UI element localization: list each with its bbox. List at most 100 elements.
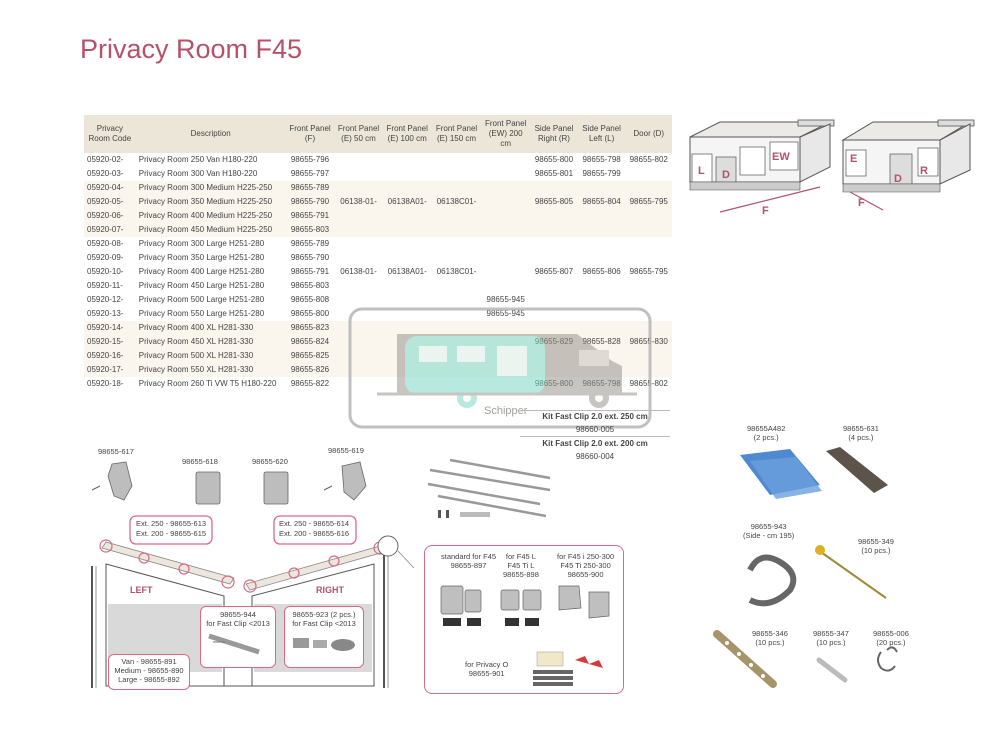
cell-side-right: [530, 209, 578, 223]
clip-f45i-label: for F45 i 250-300 F45 Ti 250-300 98655-9…: [557, 552, 614, 579]
header-front-e100: Front Panel (E) 100 cm: [382, 115, 432, 153]
cell-front-e150: 06138C01-: [431, 195, 482, 209]
cell-code: 05920-17-: [84, 363, 136, 377]
watermark-logo: Schipper: [348, 307, 652, 429]
fastclip-right-part: [293, 638, 355, 651]
cell-door: [625, 181, 672, 195]
fastclip-left-part: [208, 633, 260, 655]
cell-front-ew: [481, 265, 531, 279]
cell-side-right: 98655-801: [530, 167, 578, 181]
fastclip-right-note: for Fast Clip <2013: [292, 619, 356, 628]
clip-standard-code: 98655-897: [450, 561, 487, 570]
ext-right-box: Ext. 250 - 98655-614 Ext. 200 - 98655-61…: [279, 519, 349, 539]
cell-side-right: [530, 223, 578, 237]
diagram-label-f: F: [762, 205, 769, 217]
acc-943-qty: (Side - cm 195): [743, 531, 795, 540]
cell-side-left: [577, 209, 626, 223]
cell-door: [625, 237, 672, 251]
cell-front-e150: 06138C01-: [431, 265, 482, 279]
cell-front-f: 98655-826: [285, 363, 335, 377]
cell-door: [625, 209, 672, 223]
cell-front-e50: [334, 251, 383, 265]
fastclip-left-note: for Fast Clip <2013: [206, 619, 270, 628]
cell-front-f: 98655-791: [285, 265, 335, 279]
label-left: LEFT: [130, 585, 153, 595]
ext-right-250: Ext. 250 - 98655-614: [279, 519, 350, 528]
cell-front-e50: [334, 223, 383, 237]
acc-943-code: 98655-943: [750, 522, 787, 531]
cell-front-e100: [382, 293, 432, 307]
cell-front-f: 98655-796: [285, 153, 335, 167]
acc-482-qty: (2 pcs.): [753, 433, 779, 442]
acc-bottom-images: [713, 630, 898, 688]
cell-front-f: 98655-789: [285, 237, 335, 251]
header-front-e50: Front Panel (E) 50 cm: [334, 115, 383, 153]
clip-f45i-name: for F45 i 250-300: [557, 552, 615, 561]
cell-door: [625, 293, 672, 307]
table-row: 05920-10-Privacy Room 400 Large H251-280…: [84, 265, 672, 279]
cell-front-e50: [334, 293, 383, 307]
cell-side-left: 98655-798: [577, 153, 626, 167]
cell-code: 05920-08-: [84, 237, 136, 251]
cell-front-e50: [334, 363, 383, 377]
cell-front-e100: 06138A01-: [382, 195, 432, 209]
cell-front-ew: [481, 321, 531, 335]
acc-347-code: 98655-347: [813, 629, 849, 638]
fastclip-left-box: 98655-944 for Fast Clip <2013: [200, 606, 276, 668]
fastclip-left-code: 98655-944: [220, 610, 256, 619]
cell-code: 05920-03-: [84, 167, 136, 181]
cell-front-e50: [334, 181, 383, 195]
part-code-617: 98655-617: [98, 447, 134, 456]
clip-standard-name: standard for F45: [441, 552, 497, 561]
cell-front-e50: [334, 349, 383, 363]
cell-code: 05920-09-: [84, 251, 136, 265]
cell-front-e100: [382, 167, 432, 181]
table-row: 05920-12-Privacy Room 500 Large H251-280…: [84, 293, 672, 307]
clip-f45l-name2: F45 Ti L: [507, 561, 535, 570]
cell-description: Privacy Room 500 XL H281-330: [135, 349, 286, 363]
cell-front-ew: [481, 167, 531, 181]
cell-code: 05920-10-: [84, 265, 136, 279]
kit-name-200: Kit Fast Clip 2.0 ext. 200 cm: [520, 436, 670, 448]
size-legend-box: Van - 98655-891 Medium - 98655-890 Large…: [108, 654, 190, 690]
cell-description: Privacy Room 260 Ti VW T5 H180-220: [135, 377, 286, 391]
cell-front-ew: [481, 181, 531, 195]
cell-description: Privacy Room 400 XL H281-330: [135, 321, 286, 335]
size-large: Large - 98655-892: [118, 675, 180, 684]
diagram-label-f2: F: [858, 197, 865, 209]
table-header-row: Privacy Room Code Description Front Pane…: [84, 115, 672, 153]
cell-front-f: 98655-797: [285, 167, 335, 181]
cell-code: 05920-04-: [84, 181, 136, 195]
cell-code: 05920-15-: [84, 335, 136, 349]
cell-side-left: 98655-806: [577, 265, 626, 279]
cell-front-e50: [334, 335, 383, 349]
cell-front-e150: [431, 251, 482, 265]
header-front-ew: Front Panel (EW) 200 cm: [481, 115, 531, 153]
clip-privacy0-name: for Privacy O: [465, 660, 509, 669]
cell-code: 05920-13-: [84, 307, 136, 321]
cell-front-f: 98655-790: [285, 251, 335, 265]
table-row: 05920-08-Privacy Room 300 Large H251-280…: [84, 237, 672, 251]
cell-front-e150: [431, 153, 482, 167]
rails-bundle: [427, 458, 551, 518]
cell-front-f: 98655-825: [285, 349, 335, 363]
cell-side-left: 98655-804: [577, 195, 626, 209]
cell-description: Privacy Room 450 XL H281-330: [135, 335, 286, 349]
cell-side-right: 98655-800: [530, 153, 578, 167]
acc-006-label: 98655-006 (20 pcs.): [873, 629, 909, 647]
fastclip-right-box: 98655-923 (2 pcs.) for Fast Clip <2013: [284, 606, 364, 668]
cell-door: [625, 223, 672, 237]
cell-front-e150: [431, 237, 482, 251]
clip-f45l-code: 98655-898: [503, 570, 539, 579]
awning-diagram-right: E D R F: [841, 119, 975, 211]
cell-door: [625, 167, 672, 181]
diagram-label-l: L: [698, 165, 705, 177]
ext-left-200: Ext. 200 - 98655-615: [136, 529, 207, 538]
cell-front-e150: [431, 223, 482, 237]
cell-front-e50: 06138-01-: [334, 265, 383, 279]
acc-349-code: 98655-349: [858, 537, 894, 546]
cell-front-e100: [382, 223, 432, 237]
cell-code: 05920-14-: [84, 321, 136, 335]
cell-front-e50: [334, 279, 383, 293]
